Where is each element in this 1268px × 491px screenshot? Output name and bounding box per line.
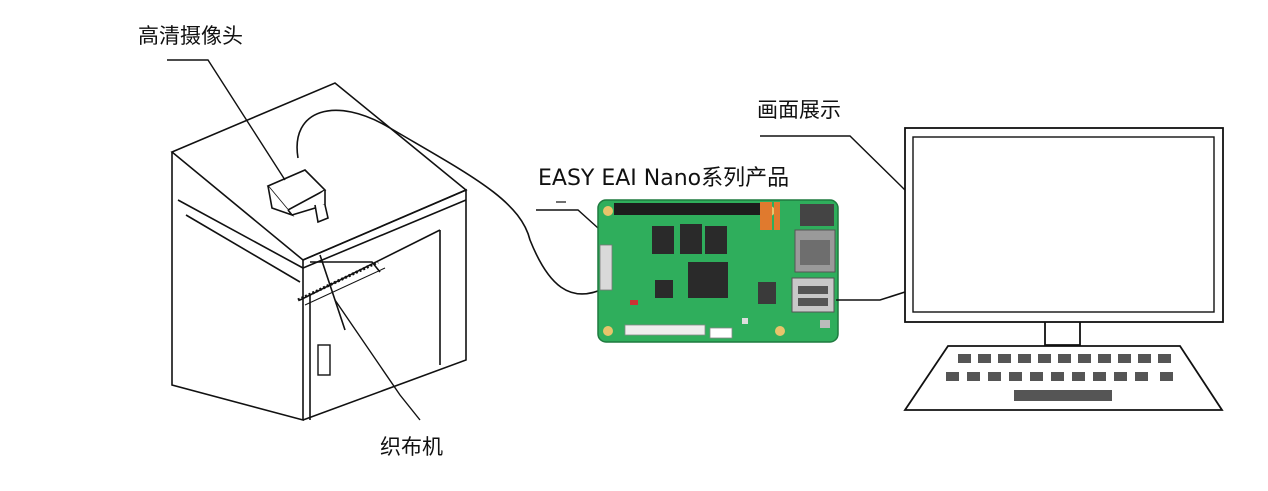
camera-cable	[296, 109, 606, 295]
keyboard-icon	[903, 345, 1224, 411]
loom-leader-line	[334, 299, 421, 421]
board-label: EASY EAI Nano系列产品	[538, 166, 790, 191]
monitor-cable	[836, 291, 906, 301]
dev-board-icon	[597, 199, 839, 343]
display-leader-line	[760, 135, 906, 191]
loom-label: 织布机	[380, 435, 443, 459]
camera-label: 高清摄像头	[138, 24, 243, 48]
board-leader-line	[536, 209, 599, 229]
monitor-icon	[904, 127, 1224, 346]
camera-leader-line	[167, 59, 286, 181]
camera-icon	[266, 169, 329, 224]
display-label: 画面展示	[757, 98, 841, 122]
loom-enclosure-icon	[170, 82, 468, 422]
